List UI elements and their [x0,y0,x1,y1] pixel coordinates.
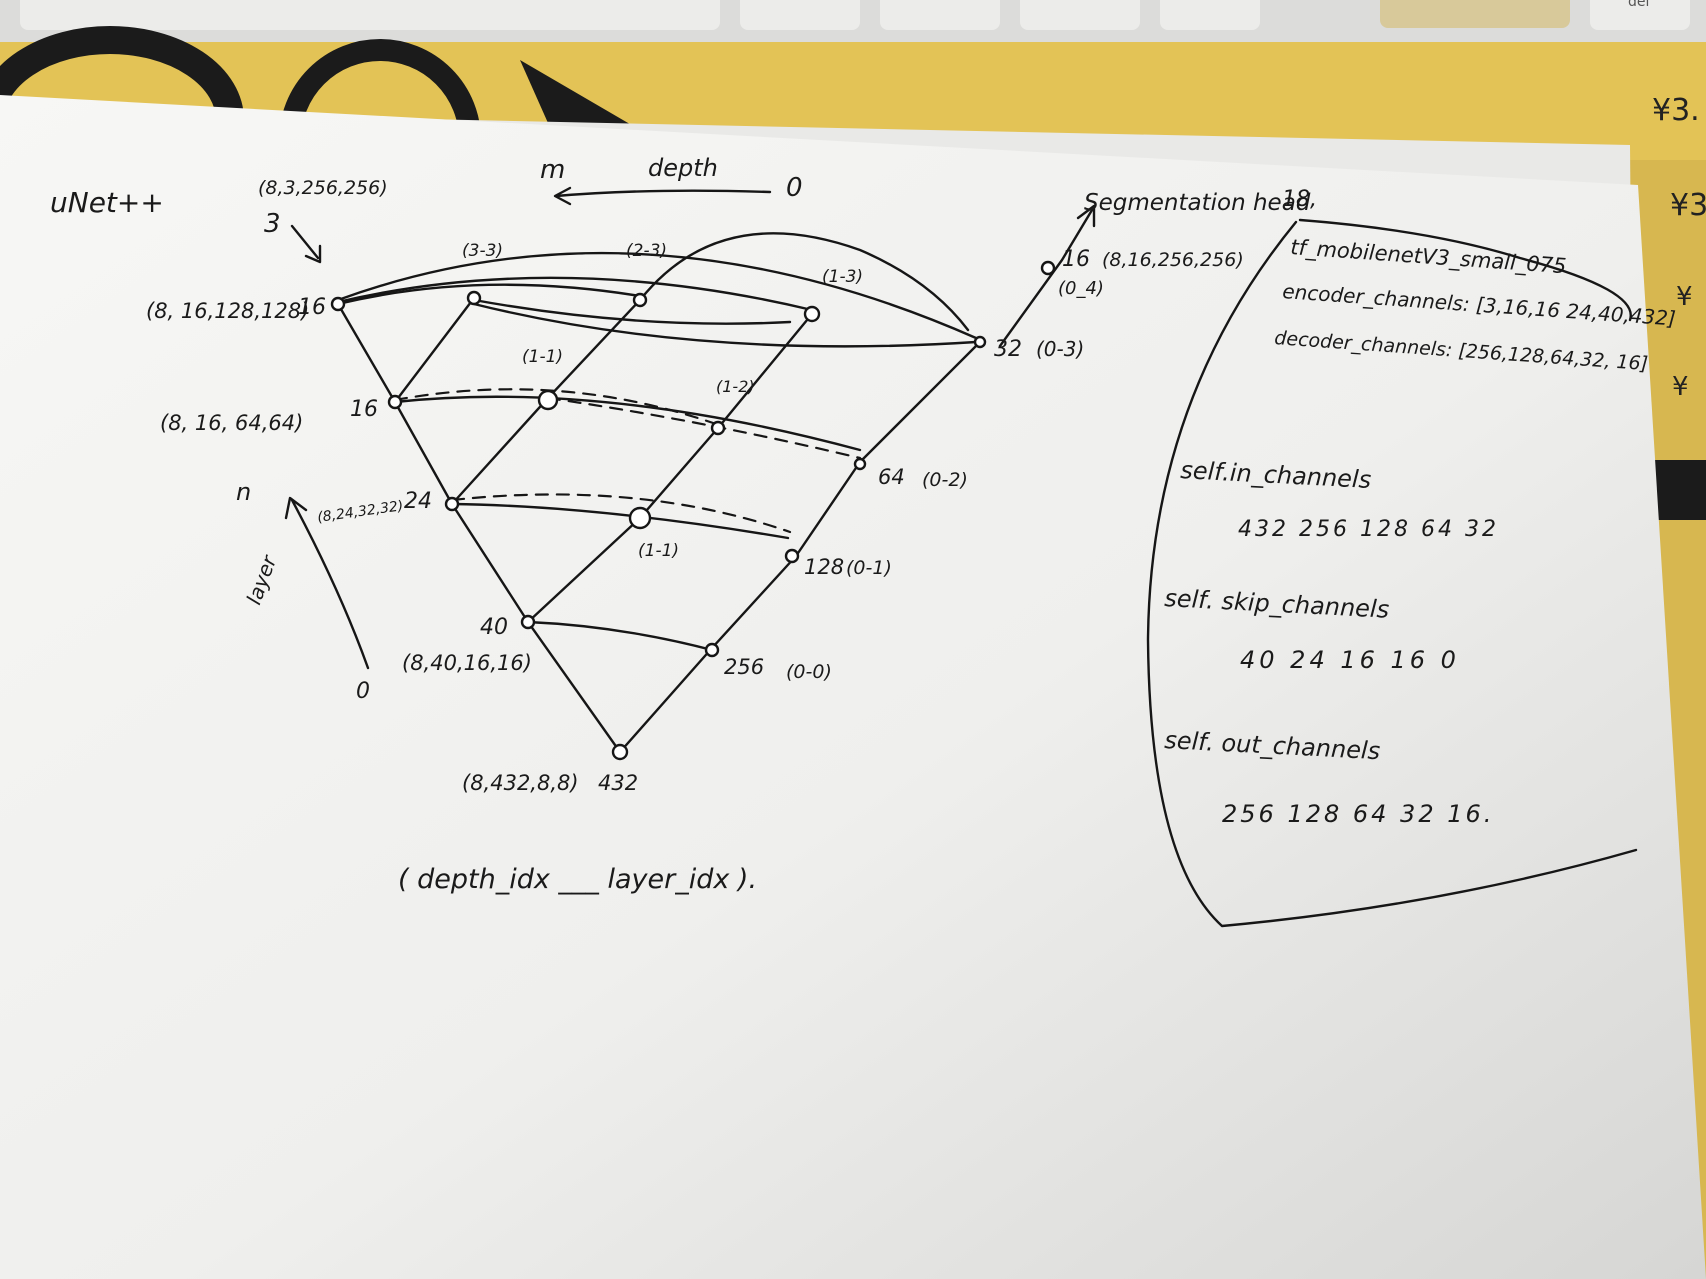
unet-diagram: uNet++ m depth 0 n layer 0 (8,3,256,256)… [50,154,1317,895]
diagonal-3 [526,312,814,624]
encoder-node-4 [520,614,536,630]
encoder-node-5-shape: (8,432,8,8) [462,771,579,795]
decoder-node-0-0-channels: 256 [724,655,764,679]
encoder-node-5 [611,743,629,761]
inner-node-2-3-label: (2-3) [626,241,667,261]
layer-axis-bottom-label: 0 [356,679,370,704]
encoder-node-3-channels: 24 [404,489,432,514]
skip-arc-short [336,283,642,306]
diagram-title: uNet++ [50,186,164,219]
inner-node-1-1a-label: (1-1) [522,347,563,367]
inner-node-1-1b-label: (1-1) [638,541,679,561]
skip-line-row3 [450,502,790,540]
decoder-node-0-2-label: (0-2) [922,469,968,491]
depth-axis-arrowhead [553,186,572,206]
keyboard: del [0,0,1706,42]
inner-node-2-3 [632,292,648,308]
inner-node-1-2-label: (1-2) [716,377,755,396]
decoder-node-0-1 [784,548,800,564]
skip-line-row2 [393,395,862,452]
skip-arc-outer [638,232,970,332]
head-shape-label: (8,16,256,256) [1102,249,1244,271]
price-label-4: ¥ [1672,372,1689,402]
notes-bracket-top [1298,218,1632,322]
inner-node-1-2 [710,420,726,436]
inner-node-1-1a [537,389,559,411]
decoder-node-0-1-label: (0-1) [846,557,892,579]
out-channels-values: 256 128 64 32 16. [1222,800,1494,828]
skip-line-row4 [526,620,714,652]
inner-node-3-3 [466,290,482,306]
decoder-node-0-3 [973,335,987,349]
encoder-node-4-channels: 40 [480,615,508,640]
price-label-3: ¥ [1676,282,1693,312]
skip-line-row1 [472,298,792,325]
encoder-node-1 [330,296,346,312]
index-legend: ( depth_idx ___ layer_idx ). [398,864,757,895]
decoder-node-0-2-channels: 64 [878,465,905,489]
depth-axis-label: depth [648,154,718,182]
segmentation-head-label: Segmentation head [1084,190,1311,216]
encoder-node-5-channels: 432 [598,771,638,795]
head-channels-label: 16 [1062,247,1090,272]
decoder-node-0-2 [853,457,867,471]
dashed-skip-row2b [546,396,862,460]
segmentation-head-arrowhead [1076,204,1096,228]
encoder-node-4-shape: (8,40,16,16) [402,651,532,675]
skip-line-row1-long [472,302,978,348]
inner-node-1-3 [803,305,821,323]
segmentation-head-arrow [998,208,1094,348]
price-label-1: ¥3. [1652,93,1700,128]
encoder-node-3 [444,496,460,512]
segmentation-head-suffix: 18, [1282,187,1317,212]
diagonal-1 [393,296,476,404]
decoder-node-0-3-label: (0-3) [1036,337,1084,361]
inner-node-1-3-label: (1-3) [822,267,863,287]
encoder-node-2-shape: (8, 16, 64,64) [160,411,303,435]
inner-node-3-3-label: (3-3) [462,241,503,261]
skip-channels-values: 40 24 16 16 0 [1240,646,1460,674]
skip-arc-top [336,251,978,340]
decoder-node-0-1-channels: 128 [804,555,844,579]
encoder-node-1-channels: 16 [298,295,326,320]
decoder-node-0-3-channels: 32 [994,337,1022,362]
input-arrowhead [304,244,322,264]
depth-axis-left-label: m [540,155,565,185]
input-shape-label: (8,3,256,256) [258,177,388,199]
depth-axis-right-label: 0 [786,173,803,203]
head-node [1040,260,1056,276]
layer-axis-line [290,498,370,670]
encoder-node-2 [387,394,403,410]
del-key-label: del [1628,0,1649,10]
decoder-node-0-0 [704,642,720,658]
encoder-node-1-shape: (8, 16,128,128) [146,299,309,323]
input-arrow [290,224,320,260]
layer-axis-arrowhead [284,496,308,520]
inner-node-1-1b [628,506,652,530]
dashed-skip-row3 [450,493,792,534]
decoder-right-edge [618,340,982,754]
skip-arc-mid [336,276,814,312]
input-channels-label: 3 [264,209,281,239]
price-label-2: ¥3 [1670,188,1706,223]
decoder-node-0-0-label: (0-0) [786,661,832,683]
paper-sheet [0,95,1706,1279]
head-index-label: (0_4) [1058,278,1104,299]
encoder-node-2-channels: 16 [350,397,378,422]
notes-bracket [1146,220,1638,928]
in-channels-values: 432 256 128 64 32 [1238,517,1499,542]
depth-axis-line [554,189,772,198]
layer-axis-top-label: n [236,478,251,506]
